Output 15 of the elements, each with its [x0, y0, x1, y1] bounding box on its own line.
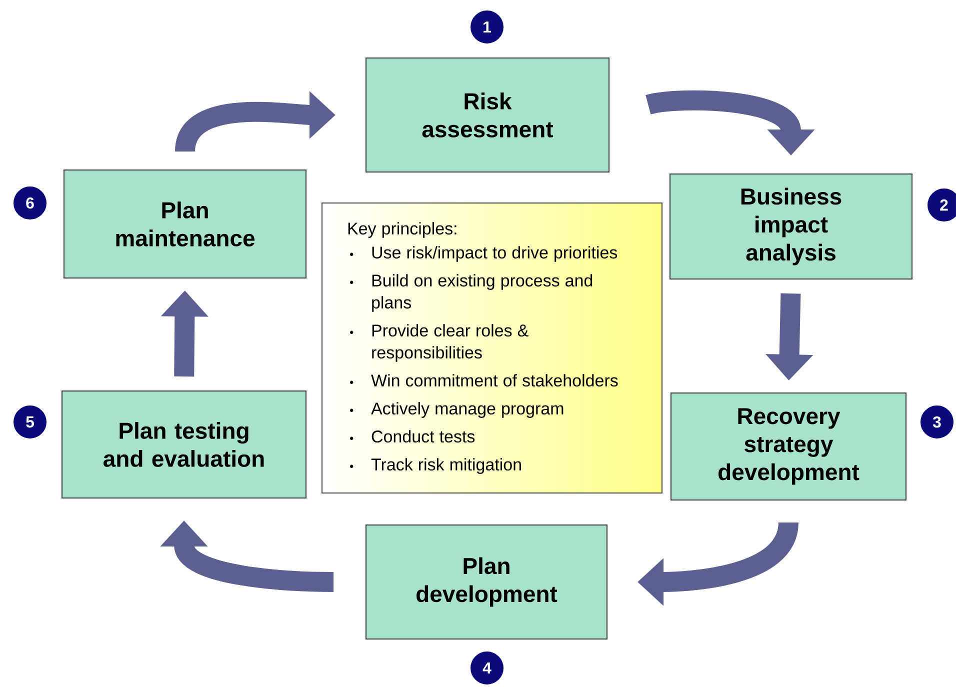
principles-box — [322, 202, 662, 494]
process-box: Business impact analysis — [670, 174, 912, 280]
bullet-item: Use risk/impact to drive priorities — [350, 246, 618, 262]
bullet-item: Provide clear roles & responsibilities — [350, 324, 528, 362]
process-box: Recovery strategy development — [670, 392, 906, 500]
bullet-item: Build on existing process and plans — [350, 274, 592, 312]
process-box: Plan testing and evaluation — [62, 390, 306, 498]
box-heading: Key principles: — [348, 222, 456, 238]
process-box: Plan development — [366, 524, 608, 640]
bullet-item: Win commitment of stakeholders — [350, 374, 618, 387]
process-box: Plan maintenance — [64, 170, 306, 278]
process-box: Risk assessment — [366, 58, 610, 172]
bullet-item: Track risk mitigation — [350, 458, 521, 474]
bullet-item: Actively manage program — [350, 402, 564, 418]
bullet-item: Conduct tests — [350, 430, 475, 443]
